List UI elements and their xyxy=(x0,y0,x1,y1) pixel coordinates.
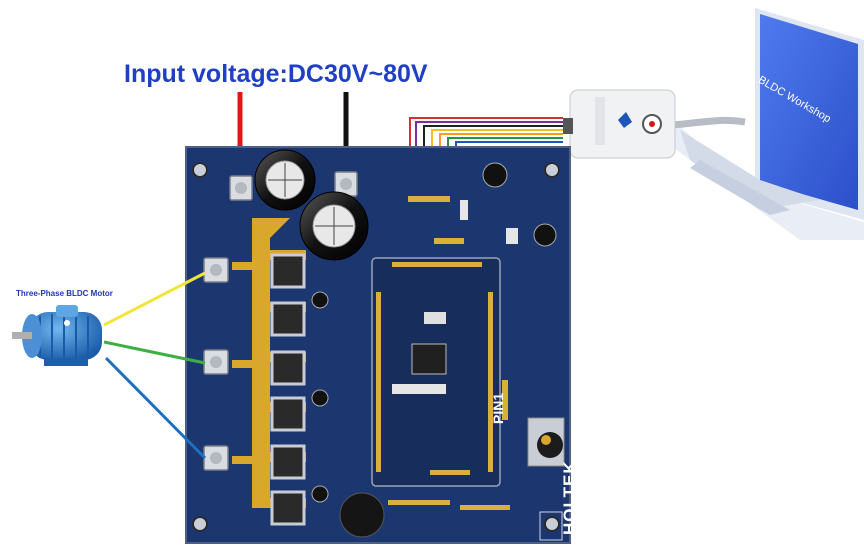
buzzer xyxy=(339,492,385,538)
phase-b-wire xyxy=(103,340,206,365)
holtek-brand-label: HOLTEK xyxy=(560,460,579,535)
input-voltage-title: Input voltage:DC30V~80V xyxy=(124,60,428,88)
e-link-programmer xyxy=(563,89,676,159)
phase-a-wire xyxy=(103,271,206,327)
laptop xyxy=(650,8,864,240)
laptop-screen xyxy=(760,14,858,210)
motor-label: Three-Phase BLDC Motor xyxy=(16,289,113,298)
mcu-board xyxy=(371,257,501,487)
mosfets xyxy=(270,253,306,526)
phase-c-wire xyxy=(104,356,207,460)
pcb-board xyxy=(185,146,571,544)
pin1-label: PIN1 xyxy=(490,392,506,424)
bulk-capacitors xyxy=(254,149,369,261)
bldc-motor xyxy=(12,305,102,366)
usb-cable xyxy=(671,116,746,129)
programmer-logo-icon xyxy=(618,112,632,128)
potentiometer xyxy=(527,417,565,467)
